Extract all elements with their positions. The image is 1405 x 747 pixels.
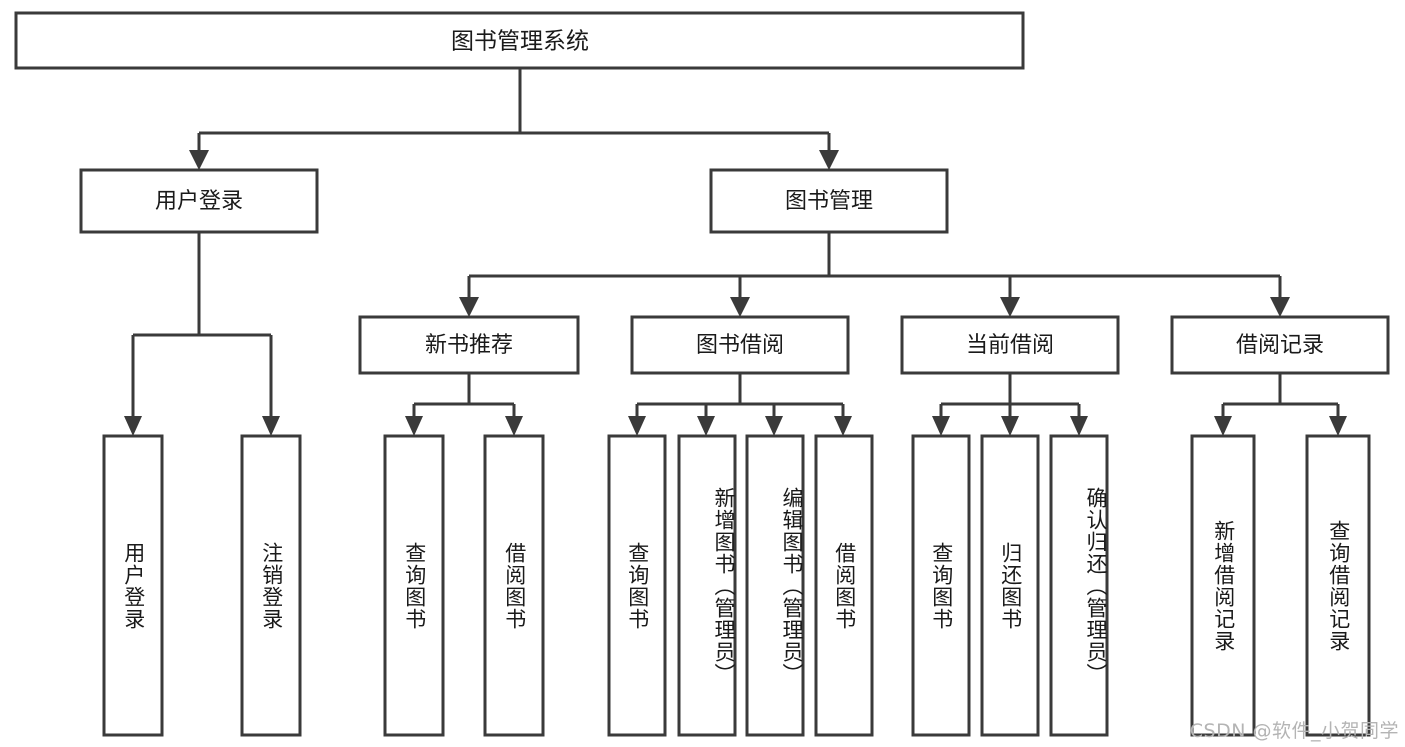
arrow-head-leaf-logout bbox=[262, 416, 280, 436]
arrow-head-newbook-leaf2 bbox=[505, 416, 523, 436]
leaf-box-bb-add-book[interactable] bbox=[677, 434, 737, 737]
arrow-head-currentborrow bbox=[1000, 297, 1020, 317]
arrow-head-newbook bbox=[459, 297, 479, 317]
arrow-head-user-login bbox=[189, 150, 209, 170]
node-root-box[interactable] bbox=[14, 11, 1025, 70]
leaf-box-cb-return-book[interactable] bbox=[980, 434, 1040, 737]
node-user-login-label: 用户登录 bbox=[155, 189, 243, 214]
arrow-head-currentborrow-leaf3 bbox=[1070, 416, 1088, 436]
leaf-box-cb-query-book[interactable] bbox=[911, 434, 971, 737]
node-book-borrow-box[interactable] bbox=[630, 315, 850, 375]
node-borrow-record-label: 借阅记录 bbox=[1236, 333, 1324, 358]
node-new-book-recommend[interactable]: 新书推荐 bbox=[358, 315, 580, 375]
arrow-head-bookborrow-leaf2 bbox=[697, 416, 715, 436]
node-root-label: 图书管理系统 bbox=[451, 29, 589, 55]
arrow-head-bookborrow-leaf1 bbox=[628, 416, 646, 436]
leaf-boxes-group bbox=[102, 434, 1371, 737]
arrow-head-borrowrecord bbox=[1270, 297, 1290, 317]
watermark-text: CSDN @软件_小贺同学 bbox=[1189, 720, 1399, 742]
node-root[interactable]: 图书管理系统 bbox=[14, 11, 1025, 70]
node-current-borrow-box[interactable] bbox=[900, 315, 1120, 375]
node-borrow-record-box[interactable] bbox=[1170, 315, 1390, 375]
arrow-head-borrowrecord-leaf2 bbox=[1329, 416, 1347, 436]
node-borrow-record[interactable]: 借阅记录 bbox=[1170, 315, 1390, 375]
leaf-box-bb-query-book[interactable] bbox=[607, 434, 667, 737]
arrow-head-bookborrow-leaf4 bbox=[834, 416, 852, 436]
node-new-book-recommend-box[interactable] bbox=[358, 315, 580, 375]
leaf-box-bb-borrow-book[interactable] bbox=[814, 434, 874, 737]
arrow-head-borrowrecord-leaf1 bbox=[1214, 416, 1232, 436]
leaf-box-cb-confirm-return[interactable] bbox=[1049, 434, 1109, 737]
connectors-group bbox=[124, 68, 1347, 436]
node-current-borrow[interactable]: 当前借阅 bbox=[900, 315, 1120, 375]
node-new-book-recommend-label: 新书推荐 bbox=[425, 333, 513, 358]
leaf-box-user-login[interactable] bbox=[102, 434, 164, 737]
leaf-box-bb-edit-book[interactable] bbox=[745, 434, 805, 737]
node-user-login[interactable]: 用户登录 bbox=[79, 168, 319, 234]
node-book-borrow[interactable]: 图书借阅 bbox=[630, 315, 850, 375]
arrow-head-bookborrow bbox=[730, 297, 750, 317]
leaf-box-nb-query-book[interactable] bbox=[383, 434, 445, 737]
arrow-head-book-manage bbox=[819, 150, 839, 170]
leaf-box-br-query-record[interactable] bbox=[1305, 434, 1371, 737]
node-book-manage[interactable]: 图书管理 bbox=[709, 168, 949, 234]
arrow-head-newbook-leaf1 bbox=[405, 416, 423, 436]
arrow-head-currentborrow-leaf2 bbox=[1001, 416, 1019, 436]
leaf-box-nb-borrow-book[interactable] bbox=[483, 434, 545, 737]
node-current-borrow-label: 当前借阅 bbox=[966, 333, 1054, 358]
leaf-box-br-add-record[interactable] bbox=[1190, 434, 1256, 737]
node-book-borrow-label: 图书借阅 bbox=[696, 333, 784, 358]
leaf-box-logout[interactable] bbox=[240, 434, 302, 737]
node-user-login-box[interactable] bbox=[79, 168, 319, 234]
arrow-head-currentborrow-leaf1 bbox=[932, 416, 950, 436]
node-book-manage-label: 图书管理 bbox=[785, 189, 873, 214]
node-book-manage-box[interactable] bbox=[709, 168, 949, 234]
arrow-head-leaf-user-login bbox=[124, 416, 142, 436]
arrow-head-bookborrow-leaf3 bbox=[765, 416, 783, 436]
